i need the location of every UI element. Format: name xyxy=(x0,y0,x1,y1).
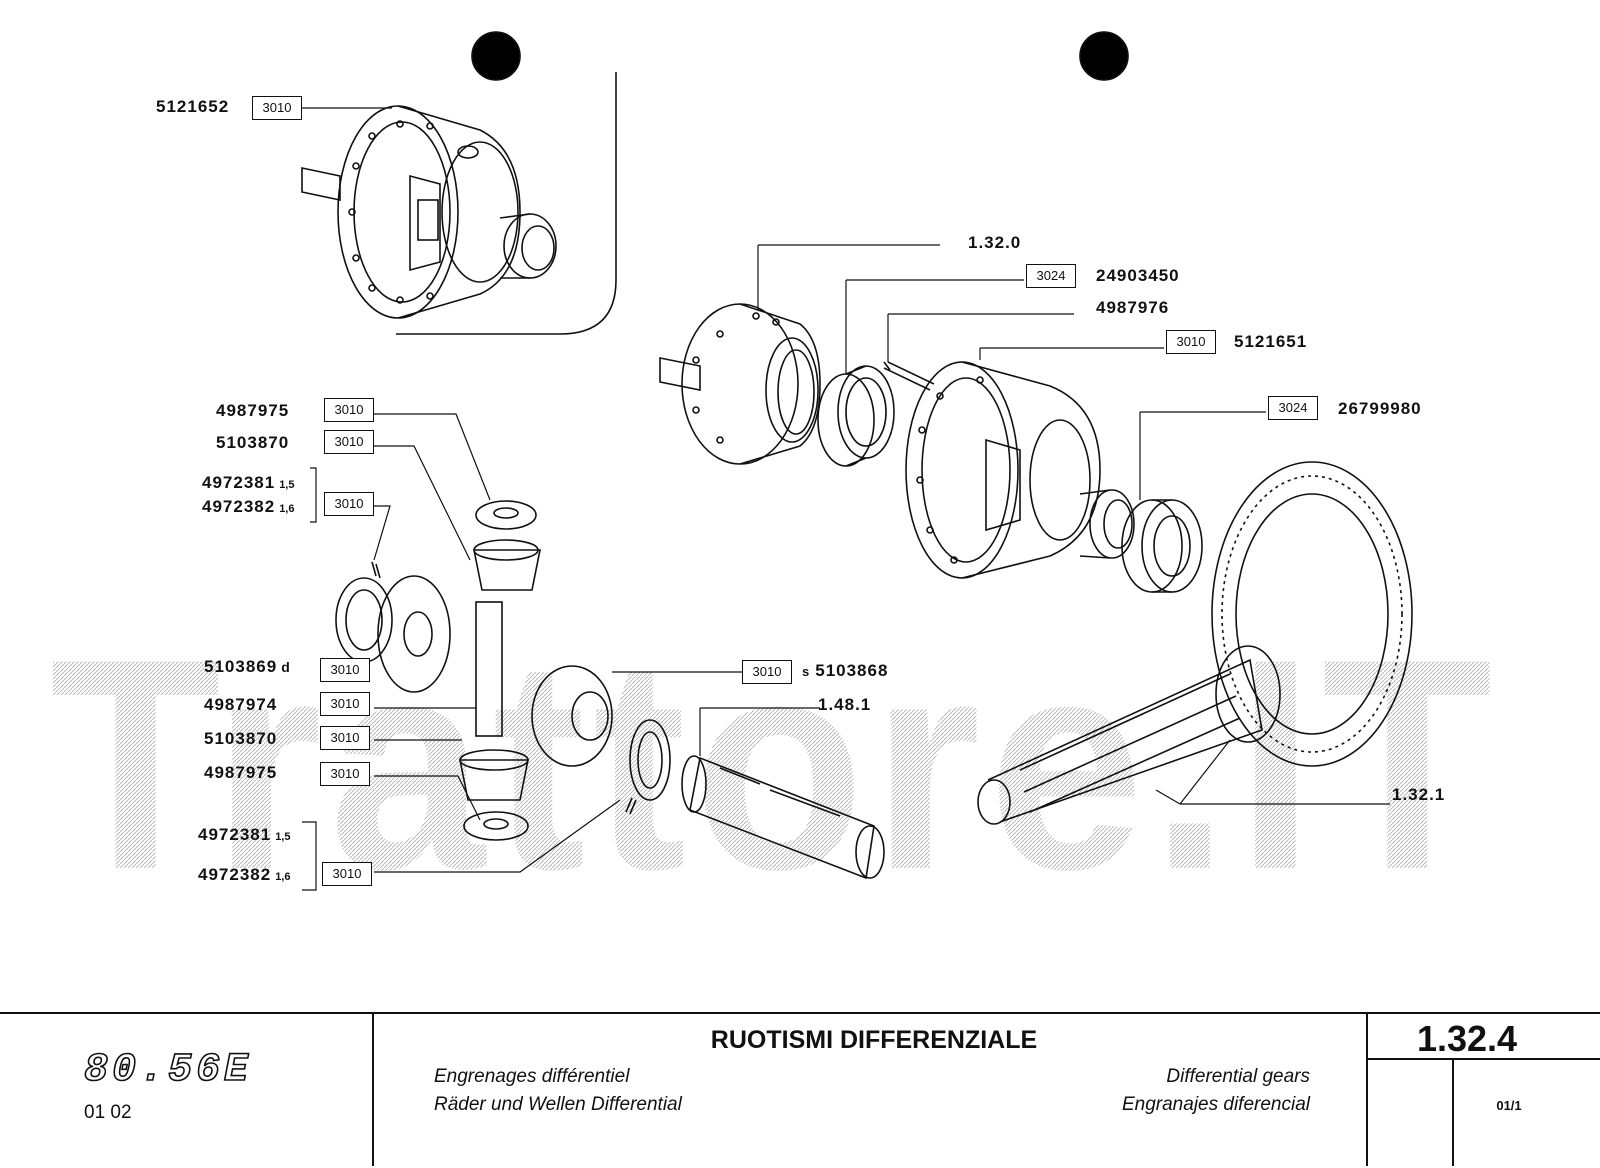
assembled-differential-icon xyxy=(301,105,557,319)
differential-case-icon xyxy=(905,361,1135,579)
watermark-text: Trattore.IT xyxy=(50,596,1500,932)
box-3010: 3010 xyxy=(324,398,374,422)
title-block-divider xyxy=(1452,1058,1454,1166)
registration-dot-right xyxy=(1079,31,1129,81)
label-5103870: 5103870 xyxy=(204,729,278,748)
label-26799980: 26799980 xyxy=(1338,399,1422,418)
label-4987976: 4987976 xyxy=(1096,298,1170,317)
box-3010: 3010 xyxy=(324,430,374,454)
housing-half-icon xyxy=(659,303,821,465)
box-3010: 3010 xyxy=(324,492,374,516)
model-codes: 01 02 xyxy=(84,1102,132,1123)
box-3010: 3010 xyxy=(742,660,792,684)
box-3010: 3010 xyxy=(320,762,370,786)
section-reference: 1.32.4 xyxy=(1416,1018,1518,1059)
box-3010: 3010 xyxy=(322,862,372,886)
box-3010: 3010 xyxy=(320,658,370,682)
small-gears-icon xyxy=(335,500,671,841)
pin-4987976-icon xyxy=(883,361,935,391)
ref-1-32-1: 1.32.1 xyxy=(1392,785,1446,804)
leader-lines xyxy=(302,107,1390,891)
title-block-divider xyxy=(372,1012,374,1166)
title-french: Engrenages différentiel xyxy=(434,1066,630,1087)
label-5103870: 5103870 xyxy=(216,433,290,452)
label-4987974: 4987974 xyxy=(204,695,278,714)
crown-wheel-icon xyxy=(1211,461,1413,767)
sheet-number: 01/1 xyxy=(1496,1098,1522,1113)
title-block xyxy=(0,1012,1600,1168)
box-3010: 3010 xyxy=(320,726,370,750)
title-block-divider xyxy=(1366,1058,1600,1060)
registration-dot-left xyxy=(471,31,521,81)
page-title: RUOTISMI DIFFERENZIALE xyxy=(710,1026,1038,1054)
label-4987975: 4987975 xyxy=(204,763,278,782)
label-24903450: 24903450 xyxy=(1096,266,1180,285)
box-3024: 3024 xyxy=(1268,396,1318,420)
ref-1-48-1: 1.48.1 xyxy=(818,695,872,714)
box-3010: 3010 xyxy=(320,692,370,716)
bearing-24903450-icon xyxy=(817,365,895,467)
ref-1-32-0: 1.32.0 xyxy=(968,233,1022,252)
title-english: Differential gears xyxy=(1166,1066,1310,1087)
label-4987975: 4987975 xyxy=(216,401,290,420)
box-3010: 3010 xyxy=(1166,330,1216,354)
label-5121651: 5121651 xyxy=(1234,332,1308,351)
label-5121652: 5121652 xyxy=(156,97,230,116)
box-3010: 3010 xyxy=(252,96,302,120)
pinion-shaft-icon xyxy=(977,645,1281,825)
model-number: 80.56E xyxy=(83,1047,253,1094)
axle-shaft-icon xyxy=(681,755,885,880)
box-3024: 3024 xyxy=(1026,264,1076,288)
title-block-divider xyxy=(1366,1012,1368,1166)
inset-frame xyxy=(396,72,617,335)
title-spanish: Engranajes diferencial xyxy=(1121,1094,1310,1115)
title-german: Räder und Wellen Differential xyxy=(434,1094,682,1115)
bearing-26799980-icon xyxy=(1121,499,1203,593)
